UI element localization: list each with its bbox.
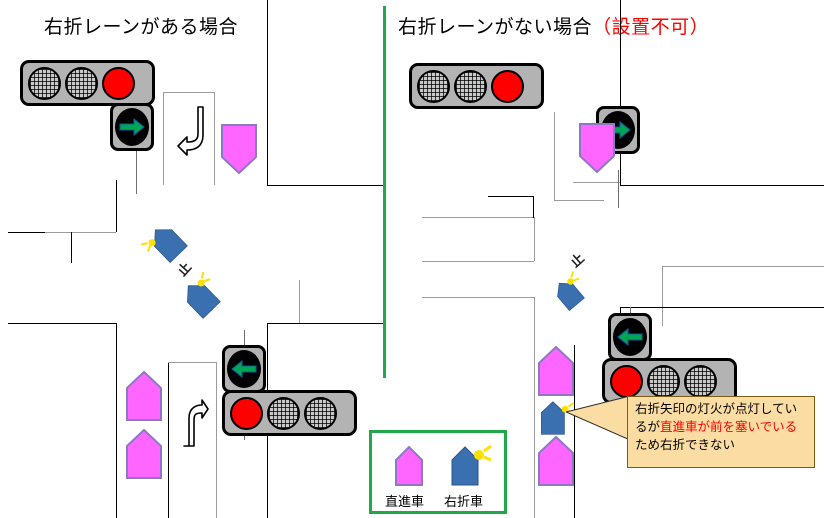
signal-lamp-red (230, 396, 263, 430)
lane-divider (574, 345, 575, 518)
road-line (163, 92, 164, 185)
road-line (534, 217, 535, 261)
blinker-icon (474, 450, 484, 460)
right-panel-title-text: 右折レーンがない場合 (398, 17, 593, 38)
road-line (554, 200, 604, 201)
road-line (422, 297, 534, 298)
legend-right-turn-car-icon (450, 444, 492, 487)
road-line (422, 261, 534, 262)
legend-straight-car-label: 直進車 (385, 494, 425, 509)
signal-pole (630, 307, 631, 318)
signal-lamp-off (267, 396, 300, 430)
road-line (662, 266, 663, 326)
straight-car (125, 370, 163, 422)
arrow-lamp-body (613, 318, 647, 356)
legend-right-turn-car-label: 右折車 (444, 494, 484, 509)
panel-divider (383, 6, 386, 378)
road-line (116, 180, 117, 232)
signal-lamp-off (417, 69, 450, 103)
signal-lamp-red (102, 66, 135, 100)
road-line (267, 323, 383, 324)
road-line (116, 323, 117, 518)
signal-lamp-off (28, 66, 61, 100)
blinker-icon (561, 405, 569, 413)
signal-lamp-off (454, 69, 487, 103)
road-line (45, 232, 116, 233)
right-turn-road-marking (180, 392, 210, 448)
signal-lamp-off (304, 396, 337, 430)
road-line (267, 0, 268, 185)
straight-car (537, 435, 575, 487)
signal-right-top[interactable] (409, 63, 544, 109)
road-line (620, 0, 621, 185)
legend-straight-car-icon (394, 445, 424, 487)
road-line (534, 297, 535, 518)
road-line (163, 92, 215, 93)
callout-pointer (566, 396, 632, 442)
signal-lamp-off (647, 364, 680, 398)
road-line (573, 182, 620, 183)
right-panel-title: 右折レーンがない場合（設置不可） (398, 12, 709, 39)
right-turn-car (133, 212, 196, 276)
legend-box: 直進車 右折車 (369, 430, 507, 514)
road-line (71, 232, 72, 263)
road-line (267, 185, 383, 186)
right-turn-arrow-signal-right-bottom[interactable] (608, 313, 652, 361)
signal-left-bottom[interactable] (222, 390, 357, 436)
signal-lamp-red (491, 69, 524, 103)
signal-pole (618, 170, 619, 208)
arrow-lamp-body (115, 108, 149, 146)
green-left-arrow-icon (617, 328, 643, 346)
road-line (8, 323, 116, 324)
straight-car (578, 122, 616, 174)
callout-text-after: ため右折できない (635, 437, 736, 452)
signal-pole (136, 148, 137, 194)
right-turn-arrow-signal-left-top[interactable] (110, 103, 154, 151)
road-line (214, 92, 215, 185)
green-left-arrow-icon (231, 360, 257, 378)
signal-lamp-off (684, 364, 717, 398)
green-right-arrow-icon (119, 118, 145, 136)
road-line (620, 185, 824, 186)
road-line (299, 280, 300, 323)
road-line (488, 196, 534, 197)
left-turn-road-marking (176, 105, 206, 157)
straight-car (125, 428, 163, 480)
road-line (422, 217, 534, 218)
lane-edge (216, 362, 217, 518)
road-line (533, 196, 534, 218)
lane-divider (168, 362, 169, 518)
blinker-icon (197, 279, 205, 287)
straight-car (220, 123, 258, 175)
lane-edge (168, 362, 217, 363)
road-line (620, 307, 824, 308)
arrow-lamp-body (227, 350, 261, 388)
right-panel-title-warning: （設置不可） (592, 17, 710, 38)
right-turn-arrow-signal-left-bottom[interactable] (222, 345, 266, 393)
callout-box: 右折矢印の灯火が点灯しているが直進車が前を塞いでいるため右折できない (627, 396, 815, 468)
blinker-icon (567, 278, 574, 285)
road-line (8, 232, 51, 233)
right-turn-car (172, 262, 235, 326)
signal-left-top[interactable] (20, 60, 155, 106)
left-panel-title-text: 右折レーンがある場合 (44, 17, 239, 38)
right-turn-car (545, 259, 608, 323)
road-line (554, 112, 555, 200)
callout-text-highlight: 直進車が前を塞いでいる (660, 419, 798, 434)
straight-car (537, 345, 575, 397)
blinker-icon (148, 239, 156, 247)
signal-lamp-off (65, 66, 98, 100)
left-panel-title: 右折レーンがある場合 (44, 12, 238, 39)
signal-lamp-red (610, 364, 643, 398)
road-line (662, 266, 824, 267)
callout-text-before: 右折矢印の灯火が点灯しているが (635, 402, 798, 434)
